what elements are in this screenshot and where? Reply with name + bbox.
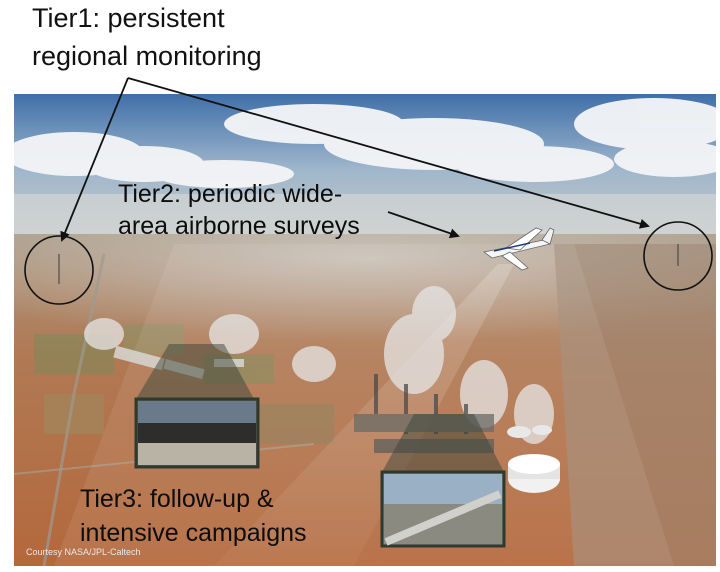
tier1-label-line1: Tier1: persistent (32, 3, 225, 33)
tier3-label-line1: Tier3: follow-up & (80, 485, 274, 513)
tier2-label-line1: Tier2: periodic wide- (118, 180, 343, 208)
tier2-label: Tier2: periodic wide- area airborne surv… (118, 178, 360, 242)
image-credit: Courtesy NASA/JPL-Caltech (26, 547, 141, 557)
tier2-label-line2: area airborne surveys (118, 212, 360, 240)
tier3-label: Tier3: follow-up & intensive campaigns (80, 482, 307, 550)
tier3-label-line2: intensive campaigns (80, 519, 307, 547)
storage-tank-icon (507, 425, 560, 493)
tier1-label-line2: regional monitoring (32, 41, 262, 71)
inset-photo-dairy (134, 344, 260, 469)
inset-photo-pipeline (380, 414, 506, 548)
airplane-icon (483, 227, 555, 271)
smoke-plumes (84, 286, 554, 444)
